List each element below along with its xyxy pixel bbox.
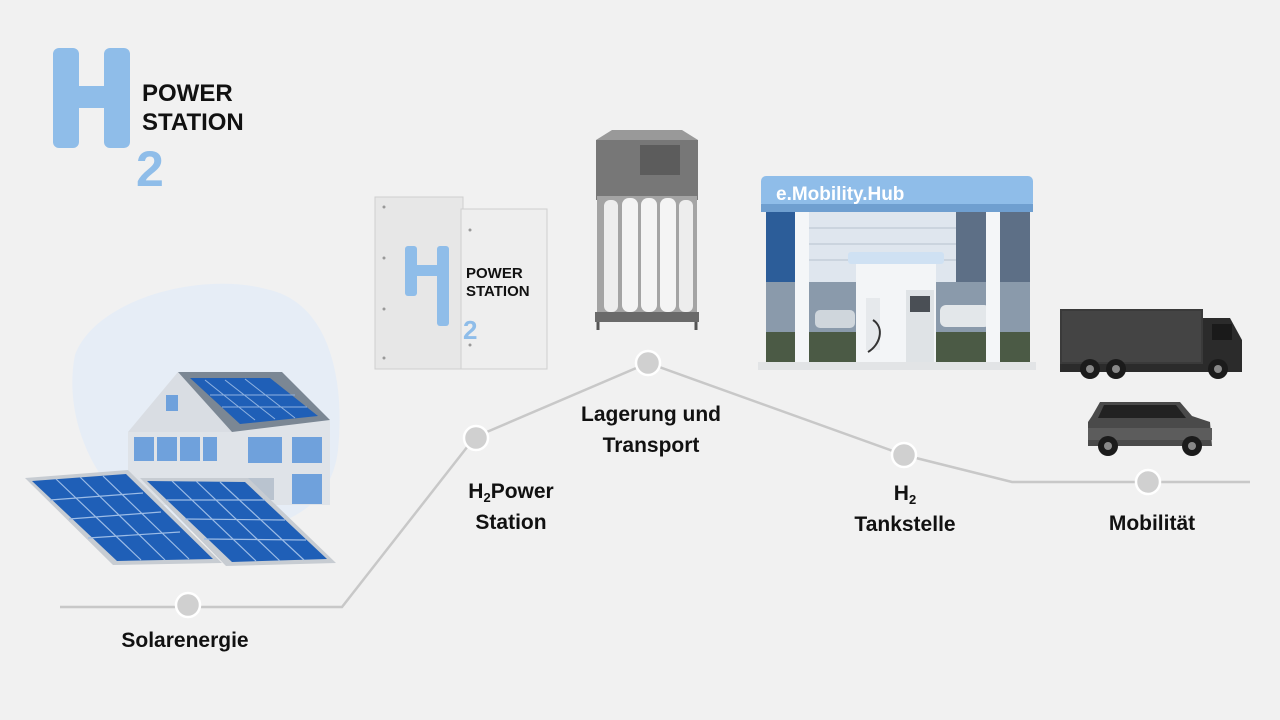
truck-icon <box>1060 309 1242 379</box>
logo-line-station: STATION <box>142 108 244 136</box>
h2-letter: H <box>468 480 484 503</box>
hub-sign-text: e.Mobility.Hub <box>776 184 904 205</box>
logo-line-power: POWER <box>142 80 233 107</box>
label-h2-tankstelle: H2 Tankstelle <box>805 478 1005 540</box>
process-nodes <box>174 349 1162 619</box>
cabinet-line-station: STATION <box>466 283 530 300</box>
cabinet-wordmark: POWER STATION <box>466 265 530 301</box>
h2-subscript: 2 <box>483 490 491 505</box>
node-solar <box>174 591 202 619</box>
node-fuel-station <box>890 441 918 469</box>
node-power-station <box>462 424 490 452</box>
label-power-word: Power <box>490 480 554 503</box>
label-mobilitaet: Mobilität <box>1108 512 1196 535</box>
h2-letter: H <box>893 482 909 505</box>
node-mobility <box>1134 468 1162 496</box>
hydrogen-fuel-station-icon: e.Mobility.Hub <box>758 176 1036 370</box>
car-icon <box>1088 402 1212 456</box>
logo-subscript-text: 2 <box>136 141 164 197</box>
label-tankstelle-word: Tankstelle <box>854 513 956 536</box>
house-with-solar-panels-icon <box>25 283 340 566</box>
cabinet-line-power: POWER <box>466 265 523 282</box>
cabinet-logo-subscript: 2 <box>463 315 477 345</box>
hydrogen-gas-cylinder-rack-icon <box>595 130 699 330</box>
h2-subscript: 2 <box>908 492 917 507</box>
label-lagerung-transport: Lagerung und Transport <box>581 403 721 457</box>
h2-power-station-cabinet-icon: 2 <box>374 196 548 370</box>
label-station-word: Station <box>475 511 547 534</box>
label-solarenergie: Solarenergie <box>121 629 249 652</box>
node-storage <box>634 349 662 377</box>
logo-mark: 2 <box>53 48 164 197</box>
label-h2-power-station: H2Power Station <box>411 476 611 538</box>
logo-wordmark: POWER STATION <box>142 80 244 138</box>
